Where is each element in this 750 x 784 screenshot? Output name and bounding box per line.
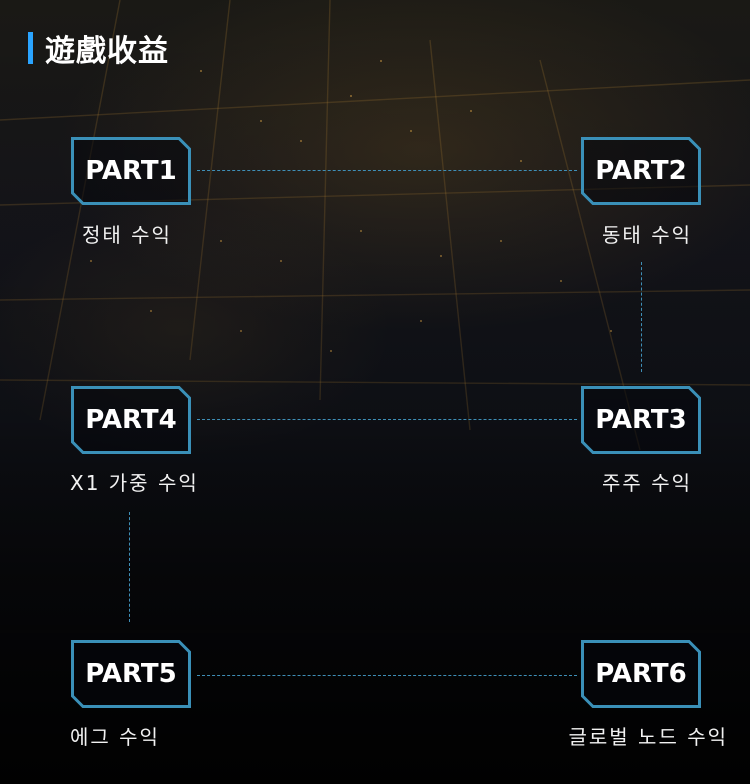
connector-part5-part6 <box>197 675 577 676</box>
part-box-3: PART3 <box>581 386 701 454</box>
title-text: 遊戲收益 <box>45 34 169 69</box>
part-frame-icon <box>581 386 701 454</box>
part-caption: 동태 수익 <box>602 223 692 247</box>
part-frame-icon <box>581 137 701 205</box>
connector-part2-part3 <box>641 262 642 372</box>
part-box-2: PART2 <box>581 137 701 205</box>
part-box-4: PART4 <box>71 386 191 454</box>
part-frame-icon <box>581 640 701 708</box>
part-caption: X1 가중 수익 <box>70 471 199 495</box>
part-label: PART3 <box>595 405 687 435</box>
part-label: PART1 <box>85 156 177 186</box>
connector-part4-part5 <box>129 512 130 622</box>
part-frame-icon <box>71 137 191 205</box>
part-frame-icon <box>71 640 191 708</box>
title-accent-bar <box>28 32 33 64</box>
connector-part1-part2 <box>197 170 577 171</box>
part-box-6: PART6 <box>581 640 701 708</box>
part-caption: 정태 수익 <box>82 223 172 247</box>
section-title: 遊戲收益 <box>28 31 169 69</box>
part-label: PART6 <box>595 659 687 689</box>
part-frame-icon <box>71 386 191 454</box>
part-label: PART2 <box>595 156 687 186</box>
part-label: PART5 <box>85 659 177 689</box>
part-label: PART4 <box>85 405 177 435</box>
part-caption: 글로벌 노드 수익 <box>568 725 728 749</box>
part-caption: 주주 수익 <box>602 471 692 495</box>
connector-part3-part4 <box>197 419 577 420</box>
part-caption: 에그 수익 <box>70 725 160 749</box>
part-box-5: PART5 <box>71 640 191 708</box>
part-box-1: PART1 <box>71 137 191 205</box>
